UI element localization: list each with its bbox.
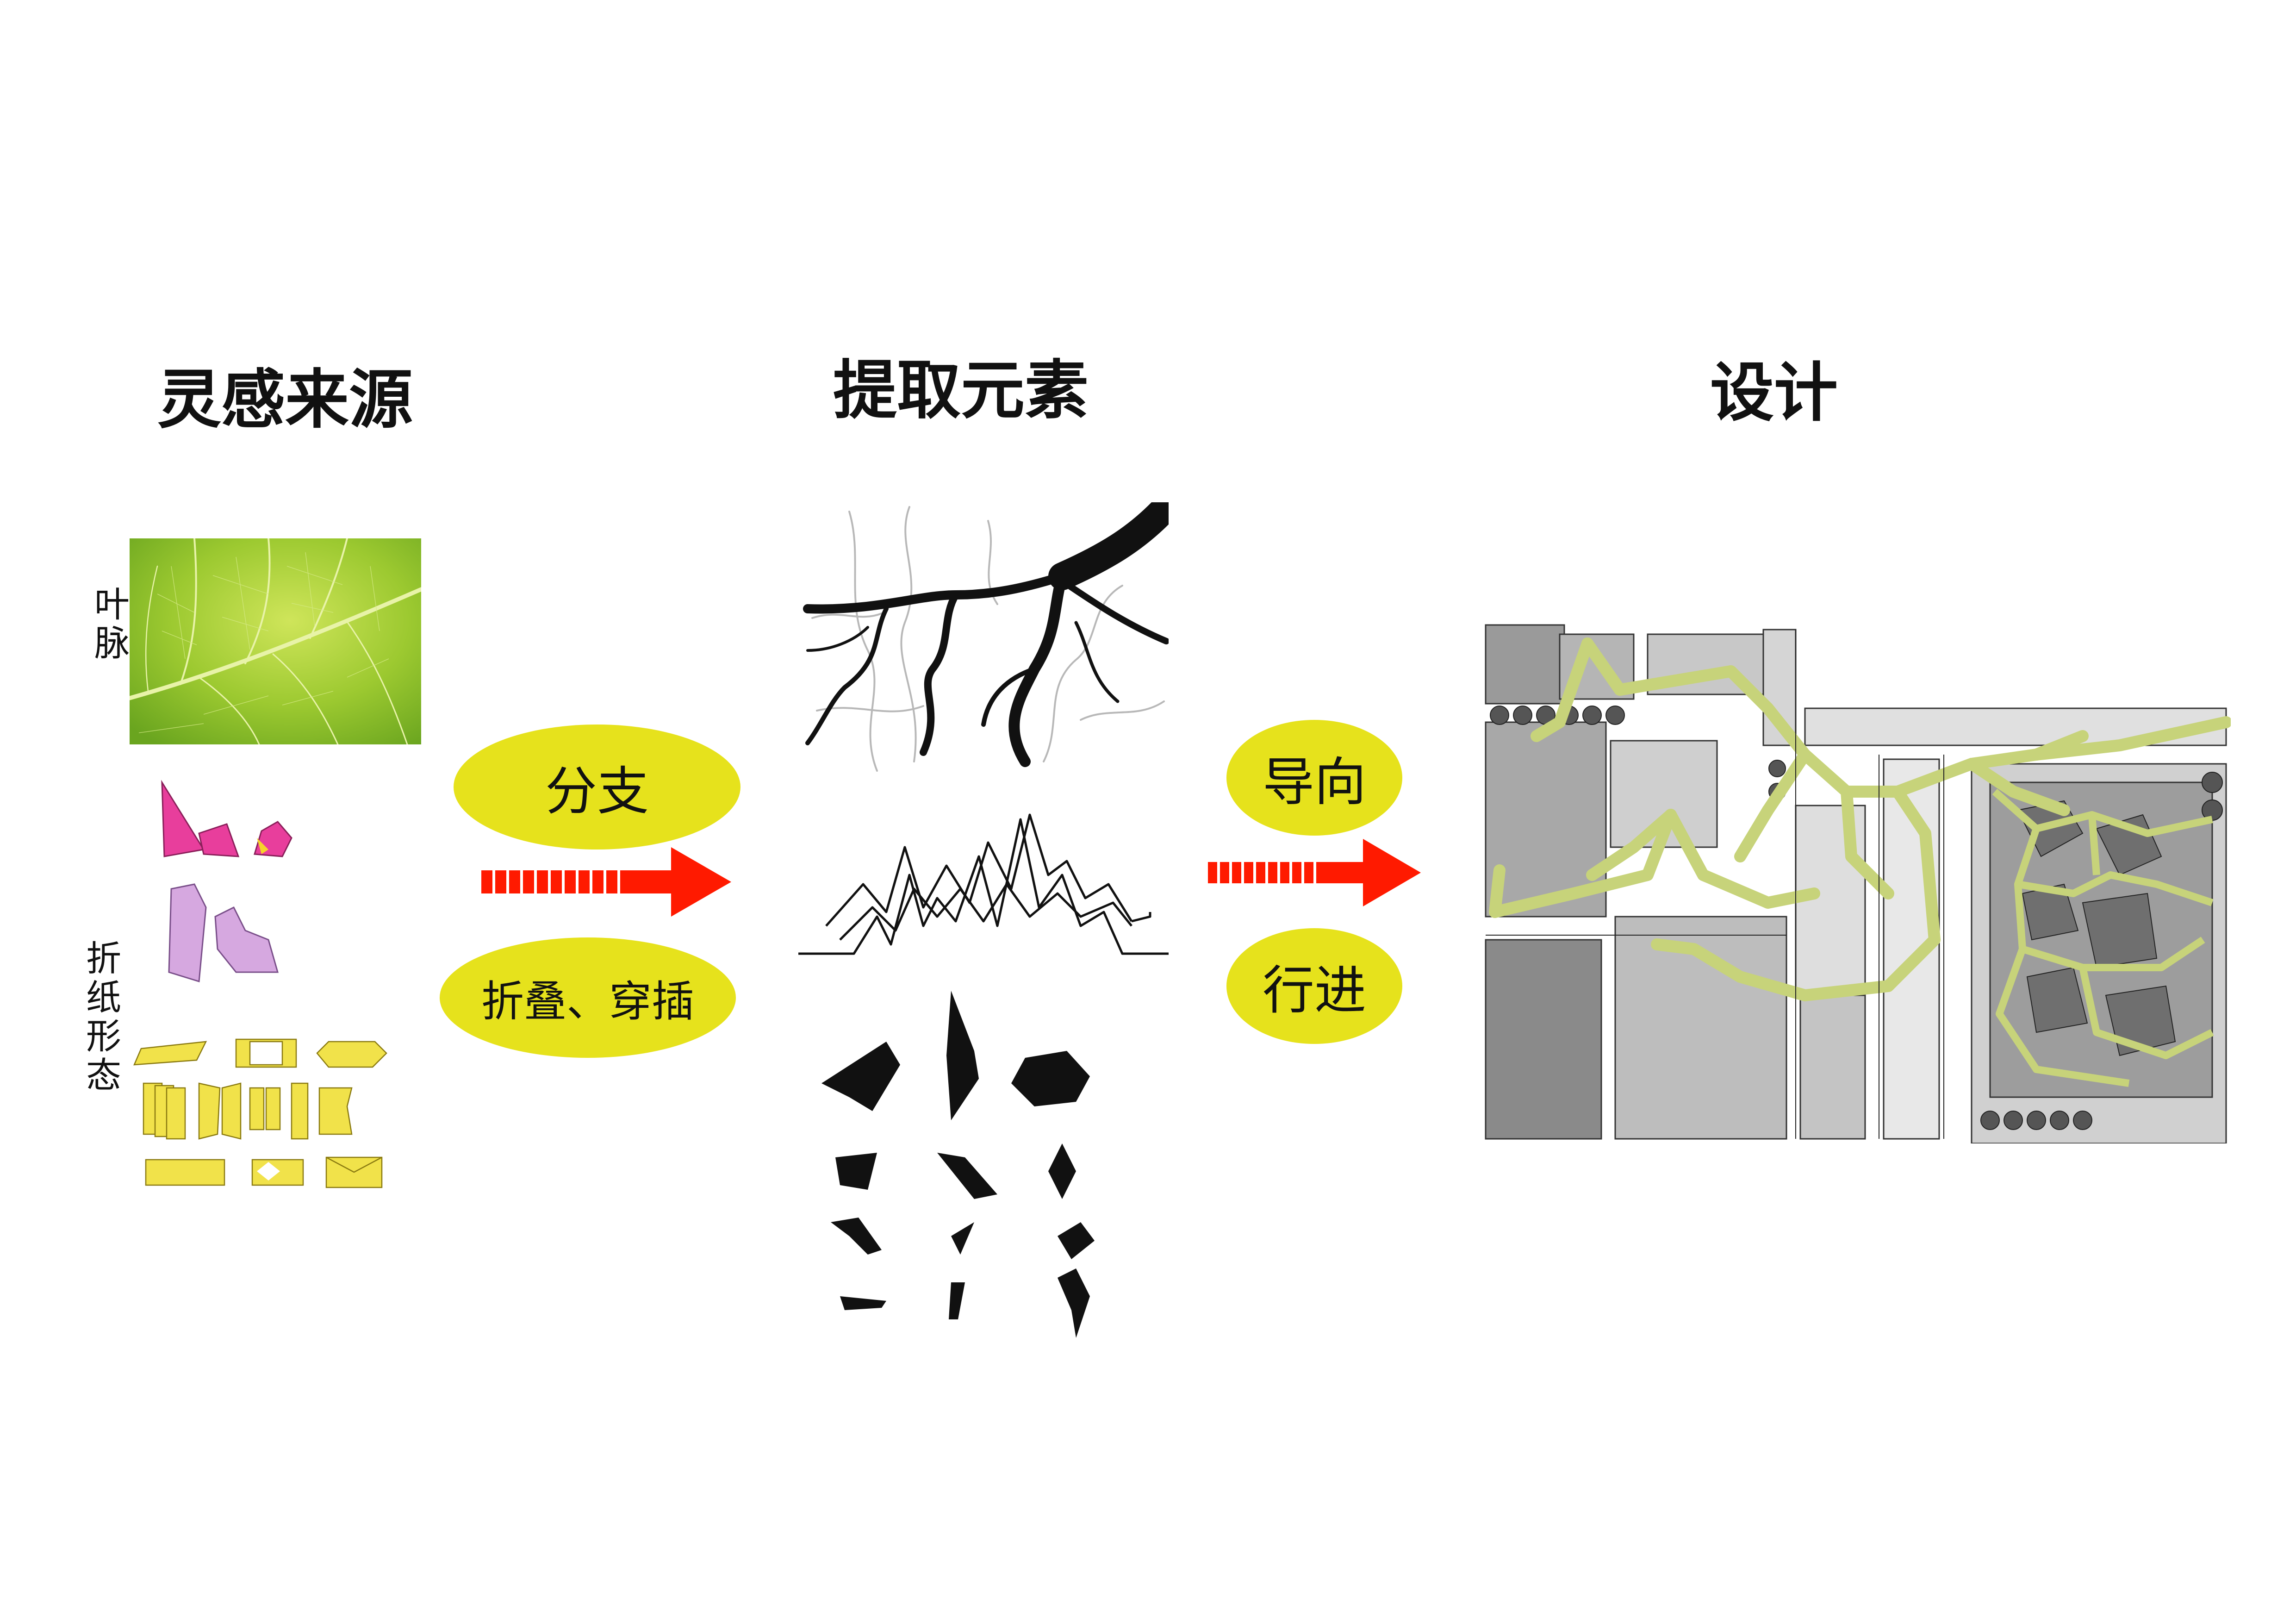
- heading-inspiration-source: 灵感来源: [157, 362, 413, 437]
- origami-forms-illustration: [130, 764, 426, 1190]
- label-origami-form: 折纸形态: [80, 940, 121, 1095]
- label-leaf-vein: 叶脉: [88, 586, 130, 663]
- branch-vein-abstraction: [803, 493, 1180, 780]
- design-site-plan: [1481, 616, 2231, 1143]
- oval-fold-insert: 折叠、穿插: [440, 937, 736, 1058]
- oval-branch: 分支: [454, 725, 740, 849]
- oval-guide: 导向: [1226, 720, 1402, 836]
- heading-design: 设计: [1710, 356, 1838, 430]
- folded-shard-shapes: [817, 977, 1127, 1338]
- arrow-right-icon: [1203, 833, 1425, 912]
- fold-wave-abstraction: [798, 806, 1169, 970]
- oval-progress: 行进: [1226, 928, 1402, 1044]
- leaf-vein-photo: [130, 538, 421, 744]
- heading-extract-elements: 提取元素: [833, 353, 1089, 428]
- arrow-right-icon: [477, 843, 736, 921]
